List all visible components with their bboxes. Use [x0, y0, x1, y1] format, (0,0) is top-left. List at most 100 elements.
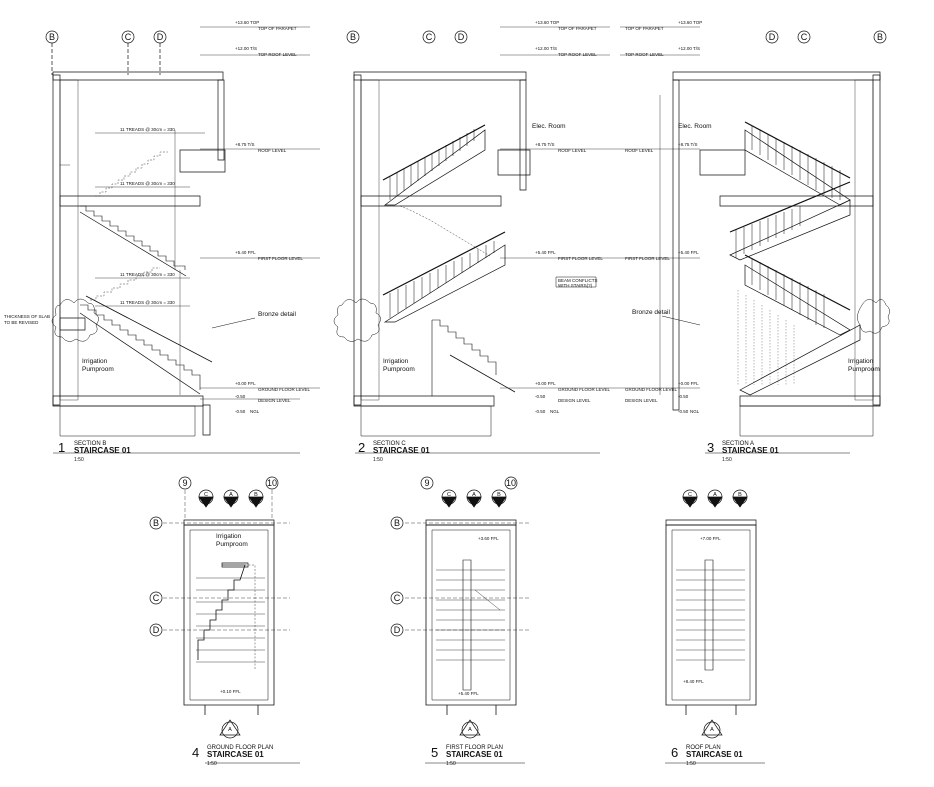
grid-bubble-d: D	[455, 31, 467, 43]
level-name: DESIGN LEVEL	[558, 398, 591, 403]
grid-bubble-10: 10	[505, 477, 517, 489]
side-note: TO BE REVISED	[4, 320, 39, 325]
view-number: 1	[58, 440, 65, 455]
view-type: SECTION C	[373, 441, 406, 447]
level-name: DESIGN LEVEL	[625, 398, 658, 403]
svg-text:A: A	[229, 492, 233, 498]
room-label: Elec. Room	[678, 123, 712, 130]
level-name: FIRST FLOOR LEVEL	[258, 256, 303, 261]
view-scale: 1:50	[207, 761, 217, 767]
grid-bubble-b: B	[347, 31, 359, 43]
view-scale: 1:50	[373, 457, 383, 463]
view-title: STAIRCASE 01	[686, 750, 743, 759]
level-tag: +5.40 FFL	[535, 250, 556, 255]
plan-5: 9 10 B C D C A B A	[163, 477, 530, 763]
level-name: TOP ROOF LEVEL	[558, 52, 597, 57]
grid-bubble-d: D	[391, 624, 403, 636]
level-tag: +8.75 T/S	[235, 142, 255, 147]
section-marker: A	[467, 490, 481, 507]
tread-dimension: 11 TREADS @ 30cm = 330	[120, 181, 175, 186]
section-marker: B	[733, 490, 747, 507]
svg-text:10: 10	[267, 478, 277, 488]
svg-text:C: C	[153, 593, 160, 603]
level-name: TOP OF PARAPET	[558, 26, 597, 31]
level-tag: -0.50	[235, 409, 246, 414]
svg-text:B: B	[394, 518, 400, 528]
section-1: B C D	[46, 27, 320, 453]
room-label: Irrigation	[216, 533, 242, 540]
level-name: ROOF LEVEL	[558, 148, 587, 153]
level-tag: +5.40 FFL	[678, 250, 699, 255]
section-marker: A	[708, 490, 722, 507]
svg-text:10: 10	[506, 478, 516, 488]
level-tag: +3.60 FFL	[478, 536, 499, 541]
section-marker: C	[442, 490, 456, 507]
grid-bubble-b: B	[150, 517, 162, 529]
section-marker: C	[683, 490, 697, 507]
svg-text:9: 9	[182, 478, 187, 488]
svg-text:B: B	[350, 32, 356, 42]
tread-dimension: 11 TREADS @ 30cm = 330	[120, 272, 175, 277]
grid-bubble-b: B	[874, 31, 886, 43]
side-note: THICKNESS OF SLAB	[4, 314, 50, 319]
level-tag: +8.75 T/S	[678, 142, 698, 147]
room-label: Pumproom	[82, 366, 114, 373]
level-name: NGL	[250, 409, 260, 414]
level-name: ROOF LEVEL	[625, 148, 654, 153]
view-type: FIRST FLOOR PLAN	[446, 745, 503, 751]
section-marker: B	[249, 490, 263, 507]
grid-bubble-d: D	[766, 31, 778, 43]
section-2: B C D	[334, 27, 620, 453]
view-scale: 1:50	[74, 457, 84, 463]
section-marker: A	[702, 720, 722, 738]
svg-text:C: C	[801, 32, 808, 42]
level-name: NGL	[550, 409, 560, 414]
level-tag: +13.60 TOP	[678, 20, 702, 25]
grid-bubble-d: D	[150, 624, 162, 636]
view-title: STAIRCASE 01	[373, 446, 430, 455]
level-name: NGL	[690, 409, 700, 414]
plan-4: 9 10 B C D C A B A	[150, 477, 300, 763]
grid-bubble-c: C	[150, 592, 162, 604]
level-tag: +8.40 FFL	[683, 679, 704, 684]
svg-text:C: C	[426, 32, 433, 42]
section-marker: A	[460, 720, 480, 738]
view-number: 4	[192, 745, 199, 760]
section-marker: A	[224, 490, 238, 507]
grid-bubble-b: B	[46, 31, 58, 75]
left-wall	[53, 75, 60, 405]
view-number: 5	[431, 745, 438, 760]
svg-text:C: C	[447, 492, 451, 498]
grid-bubble-c: C	[391, 592, 403, 604]
room-label: Irrigation	[848, 358, 874, 365]
svg-text:C: C	[125, 32, 132, 42]
note-box-text: BEAM CONFLICTS	[558, 278, 598, 283]
level-tag: +0.00 FFL	[235, 381, 256, 386]
level-tag: +5.40 FFL	[458, 691, 479, 696]
svg-text:B: B	[497, 492, 501, 498]
view-title: STAIRCASE 01	[207, 750, 264, 759]
level-name: DESIGN LEVEL	[258, 398, 291, 403]
level-name: GROUND FLOOR LEVEL	[558, 387, 611, 392]
view-scale: 1:50	[722, 457, 732, 463]
level-tag: +0.00 FFL	[678, 381, 699, 386]
grid-bubble-9: 9	[421, 477, 433, 489]
svg-text:A: A	[710, 727, 714, 733]
level-name: TOP OF PARAPET	[625, 26, 664, 31]
svg-text:B: B	[877, 32, 883, 42]
section-marker: B	[492, 490, 506, 507]
level-tag: +12.00 T/S	[535, 46, 557, 51]
level-name: TOP ROOF LEVEL	[258, 52, 297, 57]
level-tag: +7.00 FFL	[700, 536, 721, 541]
section-3: D C B	[620, 27, 890, 453]
view-type: GROUND FLOOR PLAN	[207, 745, 273, 751]
level-tag: -0.50	[535, 409, 546, 414]
level-tag: -0.50	[678, 394, 689, 399]
room-label: Pumproom	[848, 366, 880, 373]
svg-text:9: 9	[424, 478, 429, 488]
room-label: Elec. Room	[532, 123, 566, 130]
level-name: FIRST FLOOR LEVEL	[558, 256, 603, 261]
svg-text:B: B	[254, 492, 258, 498]
callout-label: Bronze detail	[632, 309, 670, 316]
